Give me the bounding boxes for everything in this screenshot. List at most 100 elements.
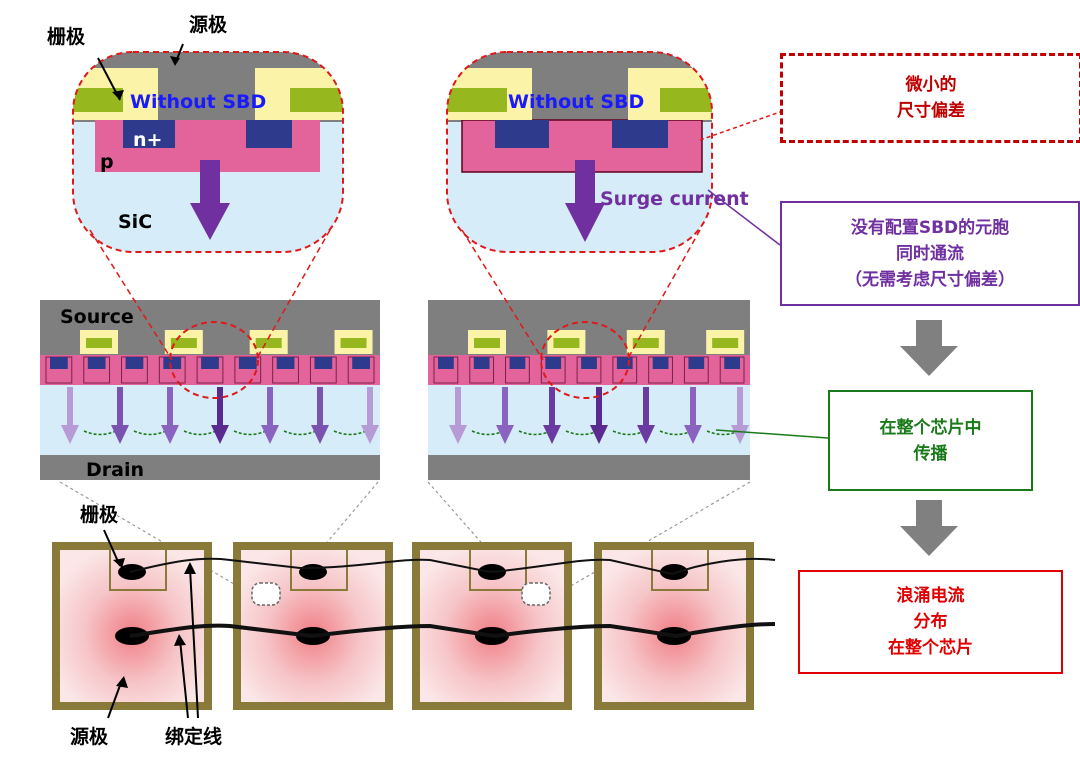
distribution-box: 浪涌电流 分布 在整个芯片 xyxy=(798,570,1063,674)
gate-bond-wire xyxy=(129,557,776,576)
zoom-line-r1 xyxy=(461,229,544,361)
left-gate-2 xyxy=(255,338,282,348)
flow-arrow-2-head xyxy=(900,526,958,556)
zoom-line-r2 xyxy=(626,229,701,361)
left-nplus-b-1 xyxy=(93,357,106,369)
without-sbd-label-left: Without SBD xyxy=(130,91,266,113)
right-nplus-b-5 xyxy=(620,357,633,369)
right-nplus-b-2 xyxy=(513,357,526,369)
right-current-head-5 xyxy=(684,425,702,444)
gate-label-bottom: 栅极 xyxy=(80,504,119,526)
left-nplus-b-8 xyxy=(358,357,370,369)
variation-line-2: 尺寸偏差 xyxy=(897,101,965,121)
right-current-shaft-6 xyxy=(737,387,743,427)
right-gate-3 xyxy=(712,338,739,348)
gate-pointer-bottom-head xyxy=(113,558,125,568)
drain-bar-left xyxy=(40,455,380,480)
n-plus-right xyxy=(246,120,292,148)
zoom-right-outline xyxy=(446,51,713,253)
right-nplus-b-1 xyxy=(477,357,490,369)
flow-arrow-1-shaft xyxy=(916,320,942,348)
right-current-shaft-5 xyxy=(690,387,696,427)
variation-line-1: 微小的 xyxy=(905,75,957,95)
left-current-head-3 xyxy=(211,425,229,444)
right-current-head-1 xyxy=(496,425,514,444)
flow-arrows xyxy=(900,320,958,556)
wire-pointer-2 xyxy=(189,567,199,719)
right-gate-2 xyxy=(632,338,659,348)
right-current-head-2 xyxy=(543,425,561,444)
drain-bar-right xyxy=(428,455,750,480)
cells-line-1: 没有配置SBD的元胞 xyxy=(850,217,1010,238)
right-current-head-0 xyxy=(449,425,467,444)
surge-current-label: Surge current xyxy=(600,188,749,210)
current-arrow-shaft xyxy=(200,160,220,205)
left-current-head-4 xyxy=(261,425,279,444)
left-current-head-2 xyxy=(161,425,179,444)
distribution-line-2: 分布 xyxy=(913,612,948,632)
sic-label: SiC xyxy=(118,211,152,233)
left-current-head-6 xyxy=(361,425,379,444)
source-pointer-bottom-head xyxy=(116,676,128,688)
right-nplus-b-6 xyxy=(656,357,669,369)
left-current-shaft-2 xyxy=(167,387,173,427)
current-arrow-head xyxy=(190,203,230,240)
right-current-shaft-4 xyxy=(643,387,649,427)
left-gate-3 xyxy=(340,338,367,348)
zoom-left xyxy=(73,52,343,252)
right-nplus-b-8 xyxy=(728,357,740,369)
n-plus-left xyxy=(123,120,175,148)
source-label-top: 源极 xyxy=(189,14,228,36)
source-label-bottom: 源极 xyxy=(70,726,109,748)
zoom-line-l1 xyxy=(89,229,173,361)
right-nplus-b-4 xyxy=(584,357,597,369)
zoom-circle-right xyxy=(540,321,630,399)
drain-label: Drain xyxy=(86,459,144,481)
surge-arrow-head xyxy=(565,203,605,242)
left-current-head-5 xyxy=(311,425,329,444)
gate-poly-right-b xyxy=(660,88,712,112)
spread-line-1: 在整个芯片中 xyxy=(879,417,982,438)
chip-connector-4 xyxy=(549,481,751,599)
zoom-circle-left xyxy=(169,321,259,399)
chip-connector-1 xyxy=(59,481,259,599)
chip-gate-bond-3 xyxy=(660,564,688,580)
gate-poly-right xyxy=(290,88,343,112)
cross-section-right xyxy=(428,300,750,480)
left-lateral-5 xyxy=(333,430,367,436)
left-gate-1 xyxy=(170,338,197,348)
without-sbd-label-right: Without SBD xyxy=(508,91,644,113)
p-label: p xyxy=(100,151,114,173)
zoom-right xyxy=(447,52,712,252)
spread-box: 在整个芯片中 传播 xyxy=(828,390,1033,491)
spread-line-2: 传播 xyxy=(913,443,948,464)
left-gate-0 xyxy=(86,338,112,348)
chip-gate-bond-1 xyxy=(299,564,327,580)
right-gate-1 xyxy=(553,338,580,348)
chip-gate-pad-1 xyxy=(290,547,348,591)
left-nplus-b-5 xyxy=(244,357,257,369)
n-plus-right-a xyxy=(495,120,549,148)
surge-arrow-shaft xyxy=(575,160,595,205)
left-lateral-0 xyxy=(83,430,117,436)
wire-pointer-1-head xyxy=(174,634,186,646)
zoom-left-outline xyxy=(72,51,344,253)
chip-gate-pad-0 xyxy=(109,547,167,591)
gate-label-top: 栅极 xyxy=(47,26,86,48)
right-gate-0 xyxy=(474,338,500,348)
gate-pointer-top-head xyxy=(112,90,124,100)
left-nplus-b-7 xyxy=(320,357,333,369)
right-current-head-3 xyxy=(590,425,608,444)
source-bond-wire xyxy=(129,622,776,639)
flow-arrow-2-shaft xyxy=(916,500,942,528)
left-current-shaft-5 xyxy=(317,387,323,427)
left-current-head-0 xyxy=(61,425,79,444)
flow-arrow-1-head xyxy=(900,346,958,376)
bond-wire-label: 绑定线 xyxy=(165,726,223,748)
left-nplus-b-4 xyxy=(206,357,219,369)
cells-connector xyxy=(707,189,781,246)
variation-box: 微小的 尺寸偏差 xyxy=(780,53,1080,143)
left-lateral-4 xyxy=(283,430,317,436)
right-nplus-b-7 xyxy=(692,357,705,369)
